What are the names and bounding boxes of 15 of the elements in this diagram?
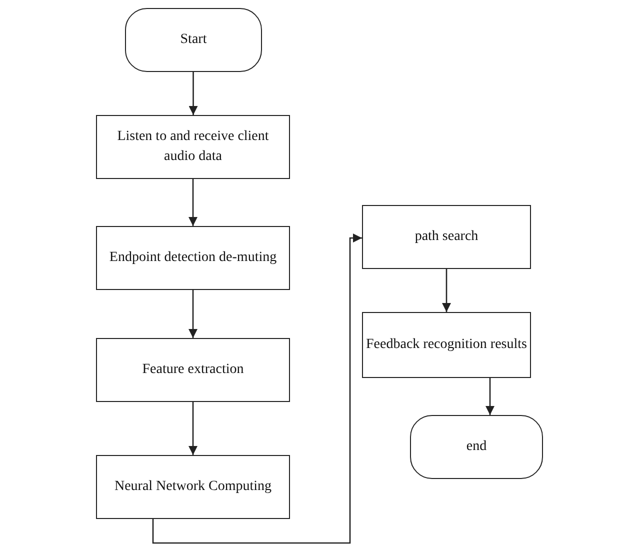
process-box: Feature extraction (96, 338, 290, 402)
arrow (188, 290, 198, 338)
arrow (188, 402, 198, 455)
arrow (188, 72, 198, 115)
process-box: Neural Network Computing (96, 455, 290, 519)
process-box: path search (362, 205, 531, 269)
arrow (188, 179, 198, 226)
arrow (486, 378, 494, 415)
terminal-box: Start (125, 8, 262, 72)
arrow (442, 269, 451, 312)
process-box: Feedback recognition results (362, 312, 531, 378)
terminal-box: end (410, 415, 543, 479)
process-box: Endpoint detection de-muting (96, 226, 290, 290)
process-box: Listen to and receive client audio data (96, 115, 290, 179)
arrow (152, 234, 362, 544)
